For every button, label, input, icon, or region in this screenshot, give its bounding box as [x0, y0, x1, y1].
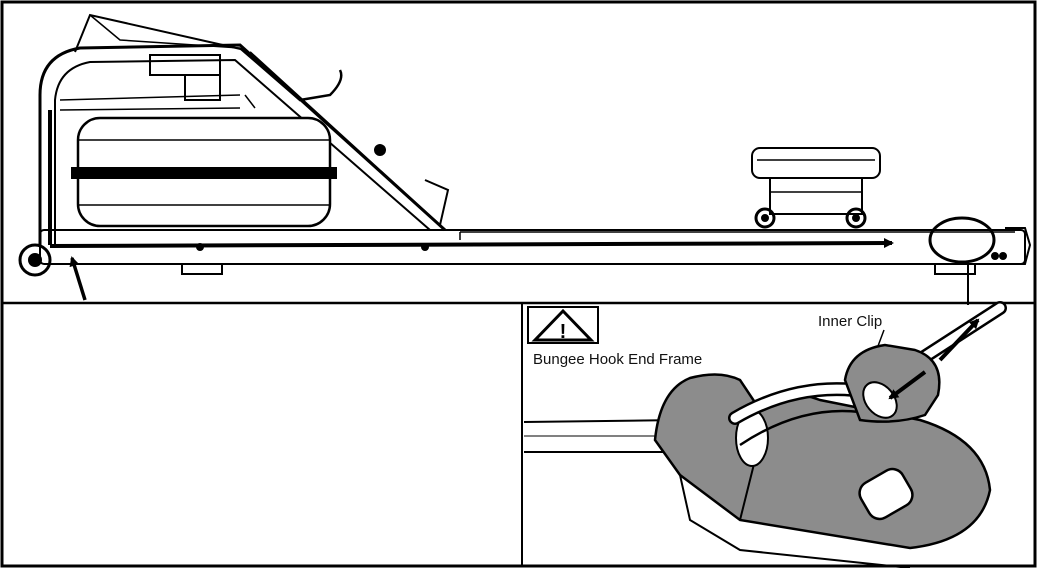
tank-band — [71, 167, 337, 179]
inner-clip-leader — [877, 329, 885, 347]
warning-triangle-icon — [531, 308, 595, 342]
mounting-slot — [858, 467, 914, 521]
front-frame-arch — [38, 43, 447, 245]
label-bungee-hook-end-frame: Bungee Hook End Frame — [533, 351, 702, 368]
pointer-arrow-front — [69, 256, 87, 301]
label-inner-clip: Inner Clip — [818, 313, 882, 330]
inset-detail: ! Bungee Hook End Frame Inner Clip — [523, 301, 1007, 568]
monitor-arm — [239, 47, 343, 102]
warning-exclamation: ! — [560, 321, 567, 343]
seat-wheel-rear — [845, 207, 867, 229]
seat-cushion — [751, 147, 881, 179]
knob — [374, 144, 386, 156]
bungee-route-arrow — [49, 238, 894, 249]
rear-end-cap — [1005, 227, 1032, 265]
arrow-push-in — [888, 370, 927, 400]
bungee-hook-end-frame — [653, 373, 992, 550]
front-frame-inner — [54, 58, 431, 245]
arrow-pull-out — [938, 318, 980, 362]
seat-wheel-front — [754, 207, 776, 229]
frame-diagonal — [249, 51, 450, 227]
detail-highlight-ellipse — [928, 216, 996, 264]
rear-foot — [934, 263, 976, 275]
rower-side-view — [18, 13, 1032, 277]
pulley-housing — [149, 54, 221, 76]
pulley-body — [184, 74, 221, 101]
seat-carriage — [769, 177, 863, 215]
front-roller — [18, 243, 52, 277]
front-foot — [181, 263, 223, 275]
front-roller-hub — [28, 253, 42, 267]
